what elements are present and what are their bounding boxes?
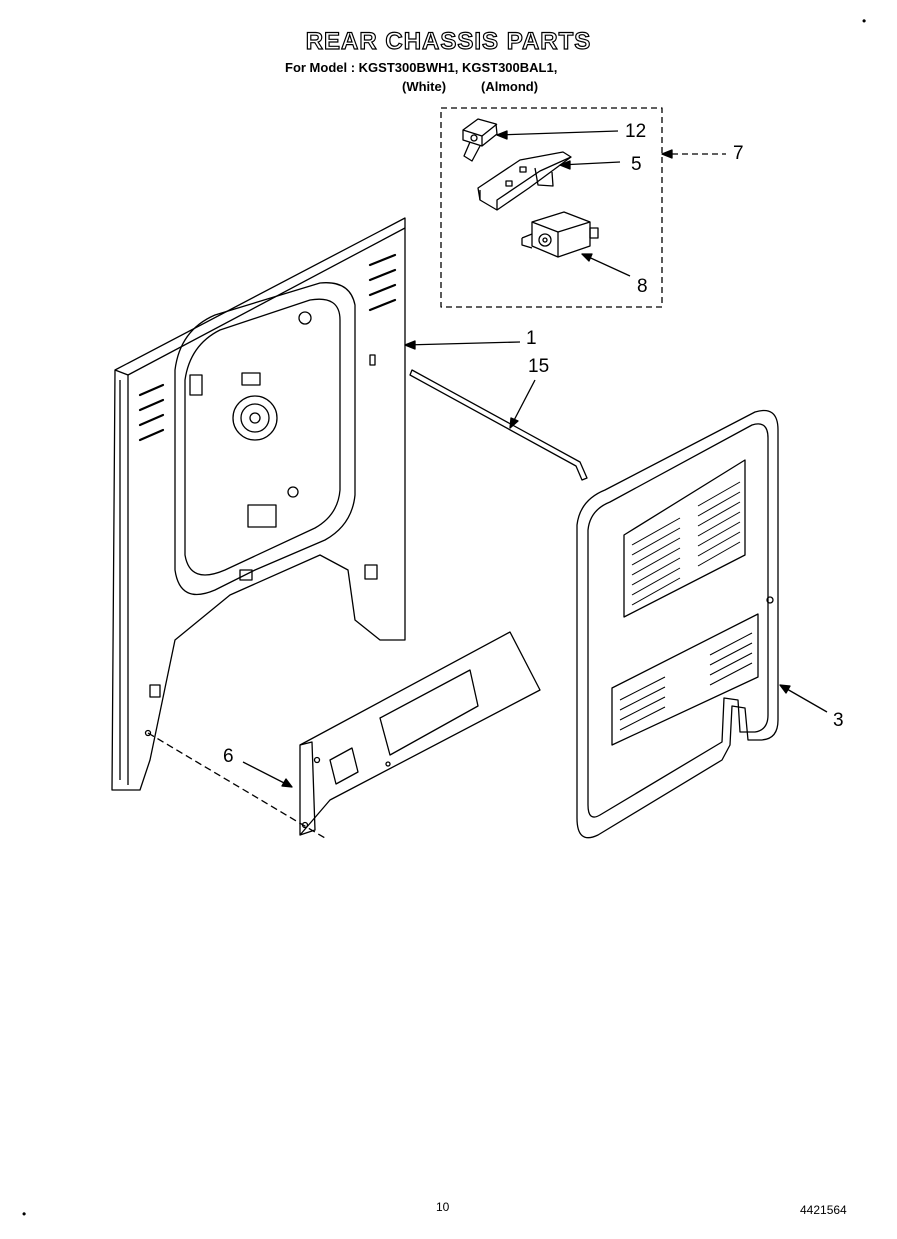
part-3-back-cover <box>576 409 779 839</box>
part-6-lower-panel <box>299 631 541 836</box>
callout-7: 7 <box>733 143 744 164</box>
part-8-solenoid <box>521 211 599 258</box>
leader-line-1 <box>404 341 521 346</box>
part-1-rear-panel <box>111 217 406 791</box>
page-number: 10 <box>436 1200 450 1214</box>
leader-line-6-dashed <box>147 732 326 839</box>
callout-15: 15 <box>528 356 550 377</box>
corner-mark-top-right: • <box>862 14 867 28</box>
callout-12: 12 <box>625 121 647 142</box>
document-code: 4421564 <box>800 1203 847 1217</box>
page-title: REAR CHASSIS PARTS <box>305 27 592 55</box>
callout-1: 1 <box>526 328 537 349</box>
callout-3: 3 <box>833 710 844 731</box>
arrowhead-3 <box>779 684 791 694</box>
callout-6: 6 <box>223 746 234 767</box>
callout-8: 8 <box>637 276 648 297</box>
callout-5: 5 <box>631 154 642 175</box>
variant-almond: (Almond) <box>481 79 539 94</box>
variant-white: (White) <box>402 79 447 94</box>
corner-mark-bottom-left: • <box>22 1207 27 1221</box>
arrowhead-7 <box>661 149 673 159</box>
part-5-bracket <box>477 151 572 211</box>
assembly-box <box>440 107 663 308</box>
arrowhead-12 <box>496 130 508 140</box>
leader-line-12 <box>496 130 619 136</box>
arrowhead-15 <box>509 417 519 429</box>
model-numbers: For Model : KGST300BWH1, KGST300BAL1, <box>285 60 558 75</box>
arrowhead-8 <box>581 253 593 262</box>
part-15-rod <box>409 369 588 481</box>
arrowhead-5 <box>559 160 571 170</box>
arrowhead-1 <box>404 340 416 350</box>
arrowhead-6 <box>281 778 293 788</box>
part-12-switch <box>462 118 498 162</box>
